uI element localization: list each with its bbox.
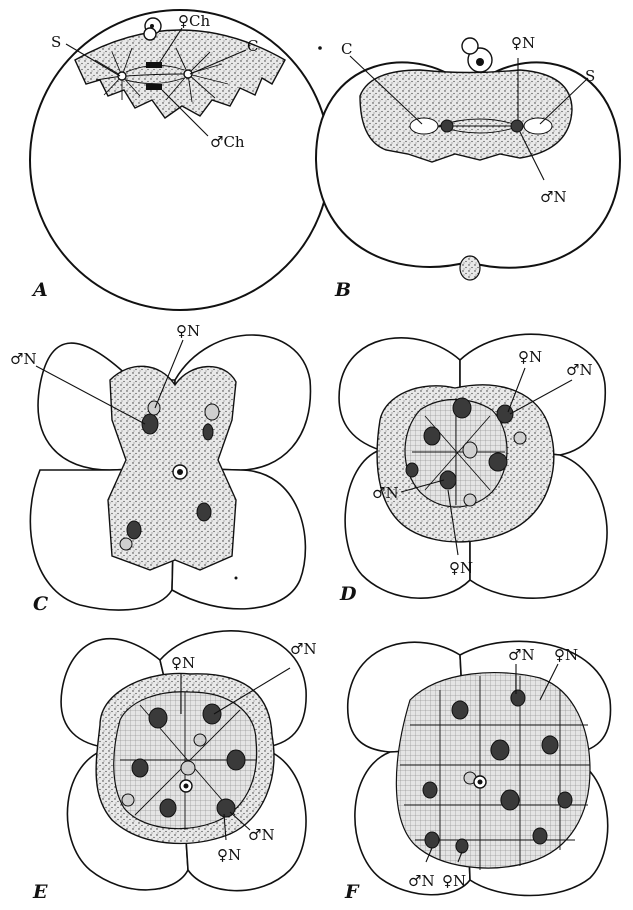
label-female-n-bottom: ♀N xyxy=(442,872,466,890)
polar-bodies xyxy=(462,38,492,72)
nucleus xyxy=(122,794,134,806)
cytoplasm xyxy=(360,70,572,162)
label-c: C xyxy=(247,37,258,55)
male-pronucleus xyxy=(441,120,453,132)
nucleus xyxy=(533,828,547,844)
nucleus xyxy=(489,453,507,471)
nucleus xyxy=(194,734,206,746)
panel-label-b: B xyxy=(334,279,351,301)
nucleus xyxy=(160,799,176,817)
label-female-n-top: ♀N xyxy=(554,646,578,664)
centrosphere-right xyxy=(524,118,552,134)
label-s: S xyxy=(585,67,595,85)
label-male-n-top: ♂N xyxy=(508,646,535,664)
nucleus xyxy=(181,761,195,775)
label-male-n-top: ♂N xyxy=(290,640,317,658)
male-chromosomes xyxy=(146,84,162,90)
nucleus xyxy=(463,442,477,458)
panel-d: ♀N ♂N ♂N ♀N D xyxy=(339,334,607,605)
female-pronucleus xyxy=(511,120,523,132)
label-female-n-bottom: ♀N xyxy=(217,846,241,864)
panel-f: ♂N ♀N ♂N ♀N F xyxy=(344,641,611,903)
nucleus xyxy=(511,690,525,706)
nucleus xyxy=(205,404,219,420)
nucleus xyxy=(127,521,141,539)
label-female-n-top: ♀N xyxy=(171,654,195,672)
nucleus xyxy=(425,832,439,848)
label-male-n: ♂N xyxy=(10,350,37,368)
panel-e: ♀N ♂N ♀N ♂N E xyxy=(32,631,317,903)
panel-label-a: A xyxy=(31,279,48,301)
nucleus xyxy=(491,740,509,760)
label-male-ch: ♂Ch xyxy=(210,133,245,151)
nucleus xyxy=(149,708,167,728)
label-male-n-left: ♂N xyxy=(372,484,399,502)
label-female-n-bottom: ♀N xyxy=(449,559,473,577)
nucleus xyxy=(203,704,221,724)
nucleus xyxy=(514,432,526,444)
label-male-n-bottom: ♂N xyxy=(248,826,275,844)
panel-label-f: F xyxy=(344,881,360,903)
nucleus xyxy=(558,792,572,808)
centrosphere-left xyxy=(410,118,438,134)
panel-a: S ♀Ch C ♂Ch A xyxy=(30,10,330,310)
nucleus xyxy=(452,701,468,719)
nucleus xyxy=(453,398,471,418)
nucleus xyxy=(423,782,437,798)
label-female-n-top: ♀N xyxy=(518,348,542,366)
label-s: S xyxy=(51,33,61,51)
panel-label-d: D xyxy=(339,583,357,605)
label-female-ch: ♀Ch xyxy=(178,12,210,30)
label-male-n-bottom: ♂N xyxy=(408,872,435,890)
panel-b: C ♀N S ♂N B xyxy=(316,34,620,301)
label-male-n-top: ♂N xyxy=(566,361,593,379)
nucleus xyxy=(148,401,160,415)
nucleus xyxy=(501,790,519,810)
nucleus xyxy=(406,463,418,477)
nucleus xyxy=(120,538,132,550)
nucleus xyxy=(203,424,213,440)
label-female-n: ♀N xyxy=(176,322,200,340)
label-c: C xyxy=(341,40,352,58)
nucleus xyxy=(132,759,148,777)
nucleus xyxy=(424,427,440,445)
panel-c: ♀N ♂N C xyxy=(10,322,310,615)
label-male-n: ♂N xyxy=(540,188,567,206)
basal-granule xyxy=(460,256,480,280)
nucleus xyxy=(197,503,211,521)
label-female-n: ♀N xyxy=(511,34,535,52)
nucleus xyxy=(227,750,245,770)
nucleus xyxy=(456,839,468,853)
stray-dot xyxy=(318,46,322,50)
panel-label-e: E xyxy=(32,881,48,903)
nucleus xyxy=(542,736,558,754)
panel-label-c: C xyxy=(33,593,48,615)
nucleus xyxy=(464,494,476,506)
